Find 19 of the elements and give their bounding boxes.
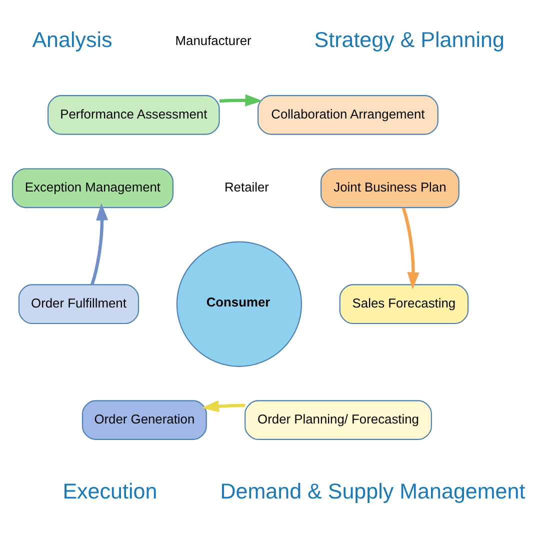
node-box: Collaboration Arrangement [258, 94, 438, 134]
label: Demand & Supply Management [220, 479, 526, 504]
label: Strategy & Planning [314, 28, 504, 52]
node-box: Order Generation [82, 400, 207, 440]
arrow [402, 207, 420, 289]
label: Manufacturer [175, 32, 252, 48]
label: Retailer [224, 178, 269, 194]
node-box: Exception Management [12, 168, 174, 208]
arrow [202, 400, 246, 412]
arrow [219, 94, 262, 106]
node-box: Order Fulfillment [18, 284, 140, 324]
label: Execution [62, 479, 158, 504]
node-box: Sales Forecasting [339, 284, 469, 324]
arrow [90, 202, 108, 285]
label: Analysis [32, 28, 112, 52]
node-circle: Consumer [176, 240, 302, 366]
node-box: Performance Assessment [48, 94, 220, 134]
node-box: Joint Business Plan [320, 168, 460, 208]
node-box: Order Planning/ Forecasting [244, 400, 432, 440]
